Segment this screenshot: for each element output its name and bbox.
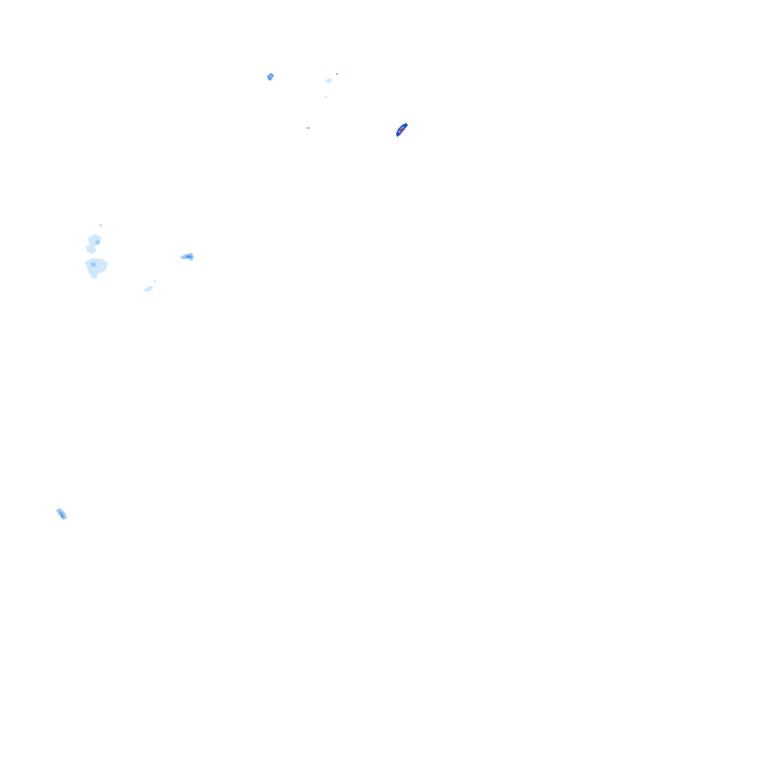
radar-echo-very-light	[86, 245, 97, 254]
radar-echo-light	[307, 127, 310, 129]
echo-cluster-western-scattered-area	[85, 224, 156, 292]
radar-echo-intense	[399, 128, 403, 132]
radar-echo-very-light	[325, 78, 333, 83]
echo-cluster-north-small-cell	[267, 73, 274, 81]
echo-cluster-western-band	[180, 253, 194, 261]
radar-echo-light	[269, 75, 272, 78]
radar-echo-very-light	[99, 224, 102, 227]
radar-echo-light	[95, 240, 100, 245]
radar-echo-very-light	[325, 96, 327, 98]
radar-echo-very-light	[85, 258, 108, 279]
radar-echo-moderate	[59, 511, 64, 518]
radar-echo-light	[90, 262, 96, 267]
radar-echo-moderate	[185, 255, 192, 258]
radar-echo-light	[336, 73, 338, 75]
radar-echo-very-light	[154, 280, 156, 282]
echo-cluster-strong-cell	[396, 123, 408, 137]
radar-echo-very-light	[143, 286, 154, 292]
echo-cluster-north-faint-specks	[307, 73, 338, 129]
echo-cluster-southwest-cell	[56, 508, 67, 520]
